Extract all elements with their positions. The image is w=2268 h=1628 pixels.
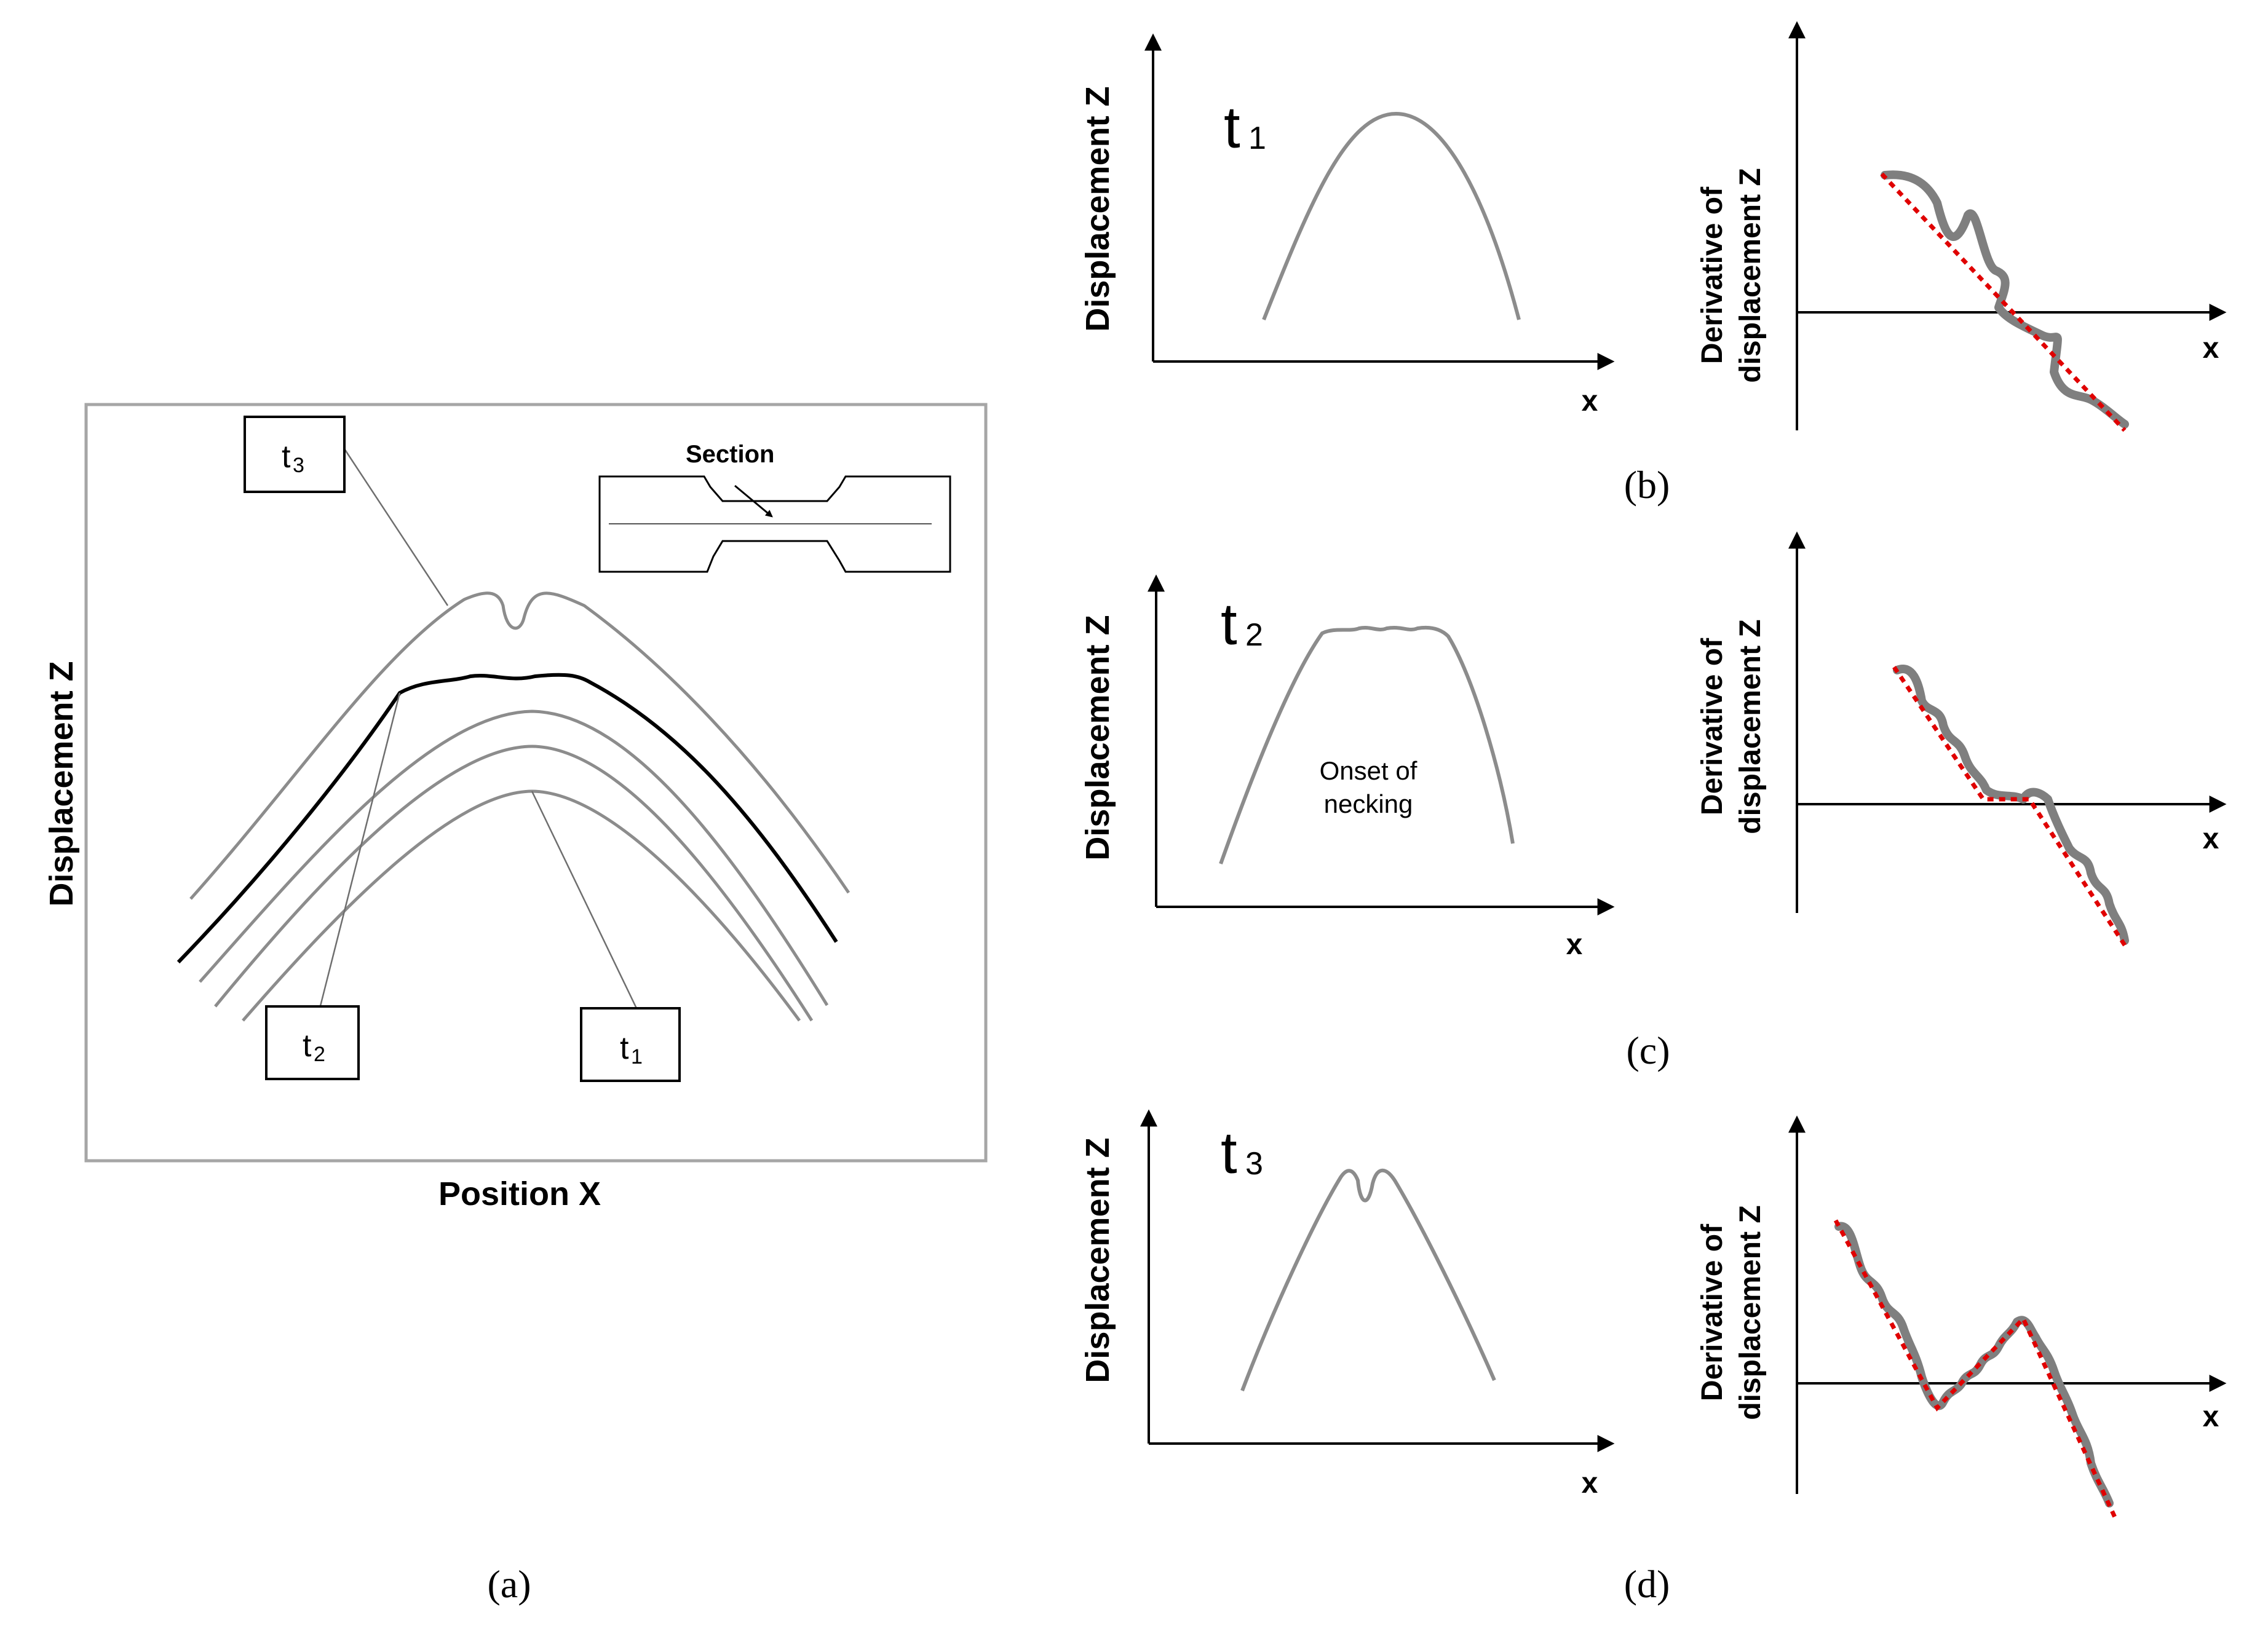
- b-disp-x-label: x: [1582, 385, 1598, 417]
- c-disp-y-label: Displacement Z: [1079, 615, 1116, 860]
- d-der-wavy: [1834, 1222, 2114, 1507]
- b-disp-curve: [1262, 111, 1521, 321]
- d-der-fit: [1833, 1219, 2118, 1520]
- leader-t2: [319, 692, 401, 1009]
- svg-text:1: 1: [631, 1045, 643, 1069]
- svg-text:2: 2: [314, 1043, 325, 1066]
- panel-a-y-axis-label: Displacement Z: [43, 661, 80, 906]
- svg-text:t: t: [282, 439, 291, 475]
- svg-text:t: t: [303, 1028, 312, 1064]
- leader-t3: [343, 448, 449, 606]
- callout-t1: t 1: [580, 1007, 681, 1082]
- c-time-label: t: [1221, 591, 1237, 657]
- d-disp-x-label: x: [1582, 1467, 1598, 1500]
- b-der-y-label-2: displacement Z: [1734, 168, 1767, 382]
- b-disp-y-label: Displacement Z: [1079, 86, 1116, 331]
- b-der-wavy: [1881, 170, 2129, 429]
- panel-c: t 2 Onset of necking Displacement Z x De…: [1079, 531, 2227, 1072]
- curve-t3: [189, 591, 850, 900]
- panel-b-caption: (b): [1624, 463, 1670, 507]
- c-der-x-label: x: [2203, 823, 2219, 855]
- c-der-y-label-2: displacement Z: [1734, 619, 1767, 834]
- panel-b: t 1 Displacement Z x Derivative of displ…: [1079, 21, 2227, 507]
- svg-text:t: t: [620, 1030, 629, 1066]
- d-time-sub: 3: [1245, 1146, 1263, 1182]
- specimen-outline: [598, 475, 951, 573]
- c-disp-x-label: x: [1566, 928, 1583, 961]
- panel-a-x-axis-label: Position X: [438, 1176, 601, 1212]
- d-disp-curve: [1240, 1168, 1496, 1392]
- b-time-sub: 1: [1248, 121, 1266, 156]
- curve-t2: [176, 673, 838, 964]
- b-time-label: t: [1224, 95, 1240, 160]
- d-time-label: t: [1221, 1120, 1237, 1186]
- c-disp-curve: [1219, 625, 1515, 865]
- curve-t1: [242, 789, 801, 1022]
- callout-t2: t 2: [265, 1005, 360, 1080]
- section-arrow: [734, 484, 773, 518]
- c-der-y-label-1: Derivative of: [1696, 638, 1729, 815]
- d-der-y-label-2: displacement Z: [1734, 1205, 1767, 1420]
- c-note-2: necking: [1324, 789, 1413, 818]
- c-time-sub: 2: [1245, 617, 1263, 653]
- panel-c-caption: (c): [1626, 1029, 1670, 1072]
- d-der-x-label: x: [2203, 1401, 2219, 1433]
- panel-a-frame: [84, 403, 988, 1163]
- panel-a: Section t 3 t 2 t 1 Displacement Z Posit…: [43, 403, 988, 1606]
- c-der-fit: [1892, 666, 2130, 951]
- d-disp-y-label: Displacement Z: [1079, 1137, 1116, 1383]
- svg-text:3: 3: [293, 454, 304, 477]
- panel-d-caption: (d): [1624, 1562, 1670, 1606]
- panel-a-caption: (a): [487, 1562, 531, 1606]
- d-der-y-label-1: Derivative of: [1696, 1223, 1729, 1401]
- leader-t1: [531, 791, 638, 1009]
- specimen-inset: Section: [598, 441, 951, 573]
- b-der-x-label: x: [2203, 332, 2219, 365]
- callout-t3: t 3: [244, 416, 346, 493]
- b-der-y-label-1: Derivative of: [1696, 186, 1729, 364]
- c-note-1: Onset of: [1320, 756, 1418, 785]
- b-der-fit: [1880, 172, 2127, 432]
- section-label: Section: [686, 441, 774, 468]
- panel-d: t 3 Displacement Z x Derivative of displ…: [1079, 1109, 2227, 1606]
- curve-mid-1: [199, 709, 829, 1006]
- curve-mid-2: [214, 745, 814, 1022]
